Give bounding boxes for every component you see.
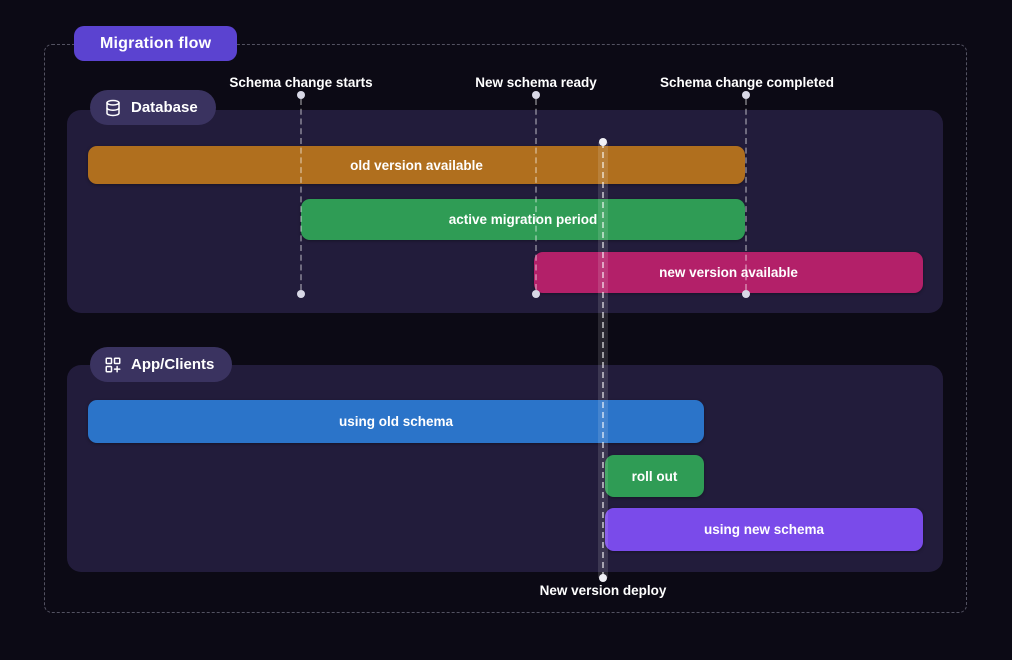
bar-label: roll out bbox=[631, 468, 678, 484]
guide-dot bbox=[742, 290, 750, 298]
bar-label: using old schema bbox=[338, 414, 454, 429]
milestone-guide-line bbox=[300, 99, 302, 290]
diagram-dashed-frame bbox=[44, 44, 967, 613]
deploy-dot-bottom bbox=[599, 574, 607, 582]
bar-using-new-schema: using new schema bbox=[605, 508, 923, 551]
bar-label: new version available bbox=[659, 265, 798, 280]
guide-dot bbox=[297, 290, 305, 298]
bar-label: active migration period bbox=[448, 212, 598, 227]
milestone-guide-line bbox=[745, 99, 747, 290]
database-icon bbox=[104, 99, 122, 117]
apps-icon bbox=[104, 356, 122, 374]
bar-using-old-schema: using old schema bbox=[88, 400, 704, 443]
deploy-marker-line bbox=[602, 142, 604, 578]
deploy-marker-label: New version deploy bbox=[539, 583, 667, 598]
app-clients-badge: App/Clients bbox=[90, 347, 233, 382]
bar-old-version-available: old version available bbox=[88, 146, 745, 184]
milestone-guide-line bbox=[535, 99, 537, 290]
database-badge-label: Database bbox=[131, 99, 198, 116]
bar-label: using new schema bbox=[703, 522, 825, 537]
milestone-label-new-schema-ready: New schema ready bbox=[475, 75, 597, 90]
bar-roll-out: roll out bbox=[605, 455, 704, 497]
bar-new-version-available: new version available bbox=[534, 252, 923, 293]
database-badge: Database bbox=[90, 90, 216, 125]
deploy-dot-top bbox=[599, 138, 607, 146]
milestone-label-schema-change-completed: Schema change completed bbox=[659, 75, 835, 90]
guide-dot bbox=[532, 290, 540, 298]
guide-dot bbox=[297, 91, 305, 99]
diagram-title-badge: Migration flow bbox=[74, 26, 238, 61]
bar-active-migration-period: active migration period bbox=[301, 199, 745, 240]
guide-dot bbox=[742, 91, 750, 99]
bar-label: old version available bbox=[350, 157, 483, 173]
app-clients-badge-label: App/Clients bbox=[131, 356, 215, 373]
guide-dot bbox=[532, 91, 540, 99]
milestone-label-schema-change-starts: Schema change starts bbox=[229, 75, 373, 90]
